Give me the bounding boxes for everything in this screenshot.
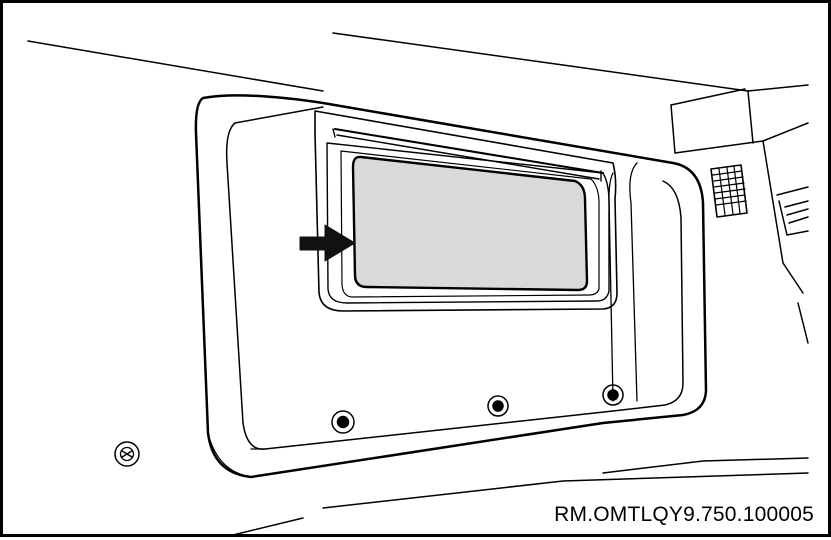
side-switch-panel bbox=[776, 186, 809, 236]
vent-grille-icon bbox=[710, 164, 748, 218]
interior-panel-illustration bbox=[27, 32, 809, 536]
screw-icon bbox=[114, 441, 140, 467]
top-rail bbox=[332, 128, 604, 182]
screw-icon bbox=[487, 395, 509, 417]
arrow-right-icon bbox=[299, 224, 356, 262]
body-contour-lines bbox=[27, 32, 809, 536]
screw-icon bbox=[602, 384, 624, 406]
glass-window bbox=[351, 155, 589, 292]
storage-panel bbox=[194, 94, 708, 479]
figure-reference-code: RM.OMTLQY9.750.100005 bbox=[554, 503, 814, 526]
screw-icon bbox=[331, 410, 355, 434]
window-bezel bbox=[314, 110, 618, 312]
